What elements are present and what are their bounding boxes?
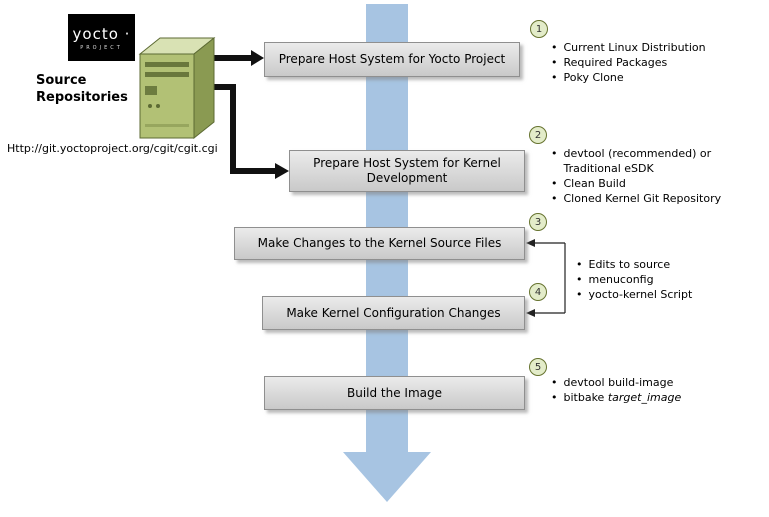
bullet-item: Clean Build bbox=[551, 176, 721, 191]
bullet-item: Current Linux Distribution bbox=[551, 40, 706, 55]
step-number-5: 5 bbox=[529, 358, 547, 376]
step-box-prepare-host-yocto: Prepare Host System for Yocto Project bbox=[264, 42, 520, 77]
bullet-item: bitbake target_image bbox=[551, 390, 682, 405]
flow-arrow-head-icon bbox=[343, 452, 431, 502]
yocto-logo-subtitle: PROJECT bbox=[80, 44, 123, 51]
step-box-prepare-host-kernel: Prepare Host System for Kernel Developme… bbox=[289, 150, 525, 192]
step5-bullets: devtool build-image bitbake target_image bbox=[551, 375, 682, 405]
step-number-4: 4 bbox=[529, 283, 547, 301]
bullet-item: devtool build-image bbox=[551, 375, 681, 390]
yocto-logo-title: yocto · bbox=[72, 24, 131, 43]
server-icon bbox=[136, 36, 218, 146]
bullet-item: devtool (recommended) or Traditional eSD… bbox=[551, 146, 721, 176]
bullet-item: Cloned Kernel Git Repository bbox=[551, 191, 722, 206]
source-repositories-label: Source Repositories bbox=[36, 73, 128, 105]
bullet-item: Required Packages bbox=[551, 55, 706, 70]
step-box-make-source-changes: Make Changes to the Kernel Source Files bbox=[234, 227, 525, 260]
step-number-1: 1 bbox=[530, 20, 548, 38]
bracket-steps-3-4 bbox=[526, 239, 566, 317]
bullet-item: yocto-kernel Script bbox=[576, 287, 693, 302]
bitbake-target-image-italic: target_image bbox=[607, 391, 682, 404]
source-repositories-url: Http://git.yoctoproject.org/cgit/cgit.cg… bbox=[7, 142, 218, 155]
step-number-3: 3 bbox=[529, 213, 547, 231]
arrow-server-to-step2-icon bbox=[212, 84, 289, 179]
bullet-item: Poky Clone bbox=[551, 70, 706, 85]
yocto-logo: yocto · PROJECT bbox=[68, 14, 135, 61]
step-number-2: 2 bbox=[529, 126, 547, 144]
step1-bullets: Current Linux Distribution Required Pack… bbox=[551, 40, 706, 85]
bullet-item: Edits to source bbox=[576, 257, 692, 272]
step-box-make-config-changes: Make Kernel Configuration Changes bbox=[262, 296, 525, 330]
step-box-build-image: Build the Image bbox=[264, 376, 525, 410]
bullet-item: menuconfig bbox=[576, 272, 692, 287]
step2-bullets: devtool (recommended) or Traditional eSD… bbox=[551, 146, 722, 206]
steps3-4-shared-bullets: Edits to source menuconfig yocto-kernel … bbox=[576, 257, 693, 302]
